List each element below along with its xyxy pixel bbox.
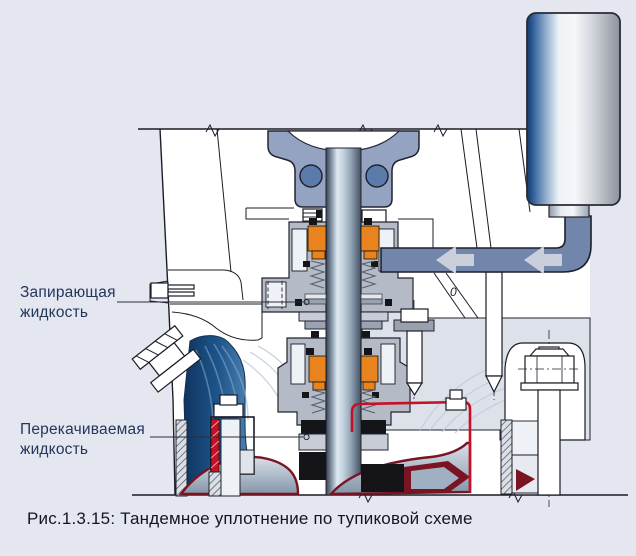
seal-drive-collar [362, 381, 376, 391]
seal-drive-collar [311, 250, 326, 260]
o-ring [303, 261, 310, 267]
impeller-blade [516, 469, 535, 491]
seal-spring [359, 389, 377, 414]
throttle-bush-ring [301, 420, 326, 434]
leader-lines [117, 298, 310, 441]
label-pumped-fluid-line1: Перекачиваемая [20, 421, 145, 438]
o-ring [364, 218, 372, 225]
casing-flange-bolt [150, 282, 195, 299]
o-ring [362, 331, 370, 338]
seal-spring [359, 260, 377, 289]
tie-bolt [518, 330, 581, 507]
o-ring [364, 348, 372, 355]
barrier-fluid-pipe [380, 215, 592, 274]
upper-mechanical-seal [261, 218, 414, 313]
shaft-sleeve [298, 311, 389, 338]
casing-wear-ring [208, 394, 255, 497]
o-ring [309, 218, 317, 225]
label-barrier-fluid-line1: Запирающая [20, 284, 116, 301]
casing-wear-ring-hatch [500, 419, 513, 495]
casing-joint-seal-line [350, 400, 472, 492]
seal-drive-collar [312, 381, 326, 391]
label-pumped-fluid-line2: жидкость [20, 441, 89, 459]
o-ring [385, 299, 392, 306]
barrier-fluid-reservoir [526, 12, 621, 218]
seal-drive-collar [307, 225, 327, 252]
seal-drive-collar [363, 250, 378, 260]
o-ring [372, 392, 379, 398]
o-ring [311, 331, 319, 338]
label-barrier-fluid-line2: жидкость [20, 304, 89, 322]
pump-shaft [325, 147, 362, 496]
impeller-hub [299, 452, 326, 480]
seal-spring [310, 389, 328, 414]
tie-bolt-washer [520, 382, 579, 391]
suction-nozzle [131, 324, 202, 393]
gland-bolt [393, 300, 435, 400]
seal-drive-collar [360, 355, 379, 383]
casing-wall-hatch [175, 419, 188, 497]
o-ring [302, 392, 309, 398]
flow-arrow-icon [436, 246, 474, 274]
label-pumped-fluid: Перекачиваемая жидкость [20, 420, 145, 461]
impeller-hub [361, 464, 404, 492]
casing-stud [485, 268, 503, 400]
throttle-bush-ring [361, 420, 386, 434]
annotation-zero: 0 [450, 285, 457, 299]
reservoir-body [526, 12, 621, 206]
label-barrier-fluid: Запирающая жидкость [20, 283, 116, 324]
figure-caption: Рис.1.3.15: Тандемное уплотнение по тупи… [27, 509, 473, 528]
leader-line-end [303, 433, 310, 441]
seal-drive-collar [308, 355, 327, 383]
seal-drive-collar [360, 225, 380, 252]
flow-arrow-icon [524, 246, 562, 274]
o-ring [306, 348, 314, 355]
section-break-line [205, 123, 220, 138]
seal-spring [309, 260, 327, 289]
bracket-bolt-hole [365, 164, 389, 188]
leader-line-end [303, 298, 310, 306]
bracket-bolt-hole [299, 164, 323, 188]
fasteners [150, 268, 581, 507]
tie-bolt-nut [524, 355, 575, 384]
o-ring [371, 261, 378, 267]
section-break-line [433, 123, 448, 138]
